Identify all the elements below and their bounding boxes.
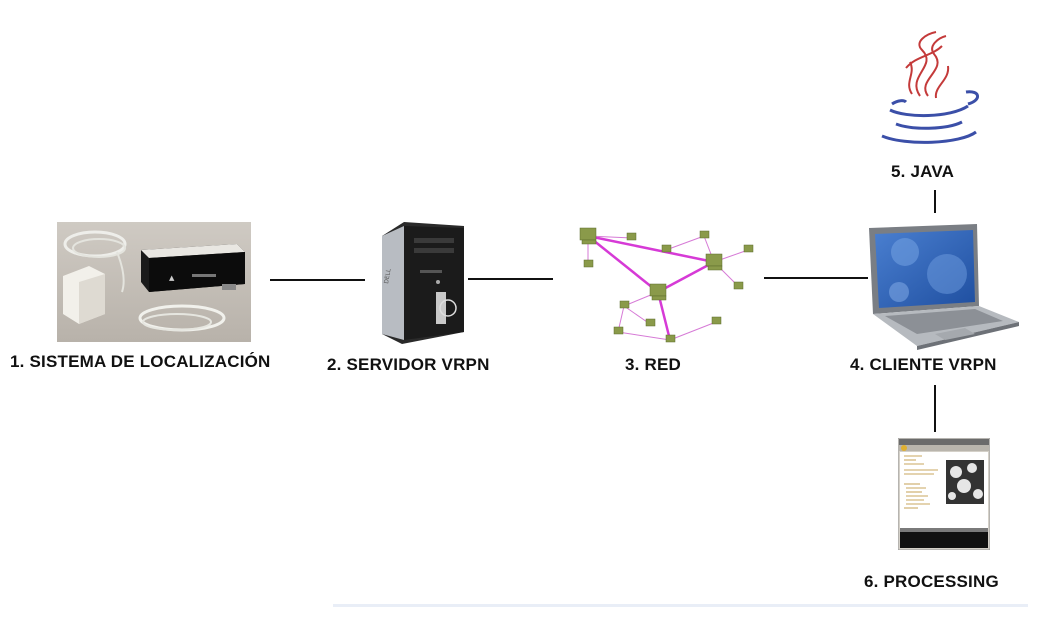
- node-number: 6.: [864, 572, 879, 591]
- node-name: SISTEMA DE LOCALIZACIÓN: [29, 352, 271, 371]
- node-label-java: 5. JAVA: [891, 162, 954, 182]
- server-tower-image: DELL: [380, 222, 464, 344]
- node-name: PROCESSING: [883, 572, 999, 591]
- svg-text:DELL: DELL: [383, 268, 393, 285]
- processing-window-image: [897, 437, 991, 551]
- node-name: RED: [644, 355, 682, 374]
- java-logo-icon: [876, 26, 984, 150]
- node-number: 3.: [625, 355, 640, 374]
- network-graph-image: [570, 220, 760, 350]
- node-number: 2.: [327, 355, 342, 374]
- node-name: CLIENTE VRPN: [869, 355, 997, 374]
- node-number: 4.: [850, 355, 865, 374]
- node-label-client: 4. CLIENTE VRPN: [850, 355, 997, 375]
- node-name: JAVA: [910, 162, 955, 181]
- laptop-image: [865, 222, 1021, 350]
- bottom-divider: [333, 604, 1028, 607]
- node-number: 5.: [891, 162, 906, 181]
- tracker-image: ▲: [57, 222, 251, 342]
- node-label-tracker: 1. SISTEMA DE LOCALIZACIÓN: [10, 352, 271, 372]
- node-label-processing: 6. PROCESSING: [864, 572, 999, 592]
- node-label-server: 2. SERVIDOR VRPN: [327, 355, 490, 375]
- svg-text:▲: ▲: [169, 274, 175, 282]
- node-label-network: 3. RED: [625, 355, 681, 375]
- node-number: 1.: [10, 352, 25, 371]
- node-name: SERVIDOR VRPN: [346, 355, 490, 374]
